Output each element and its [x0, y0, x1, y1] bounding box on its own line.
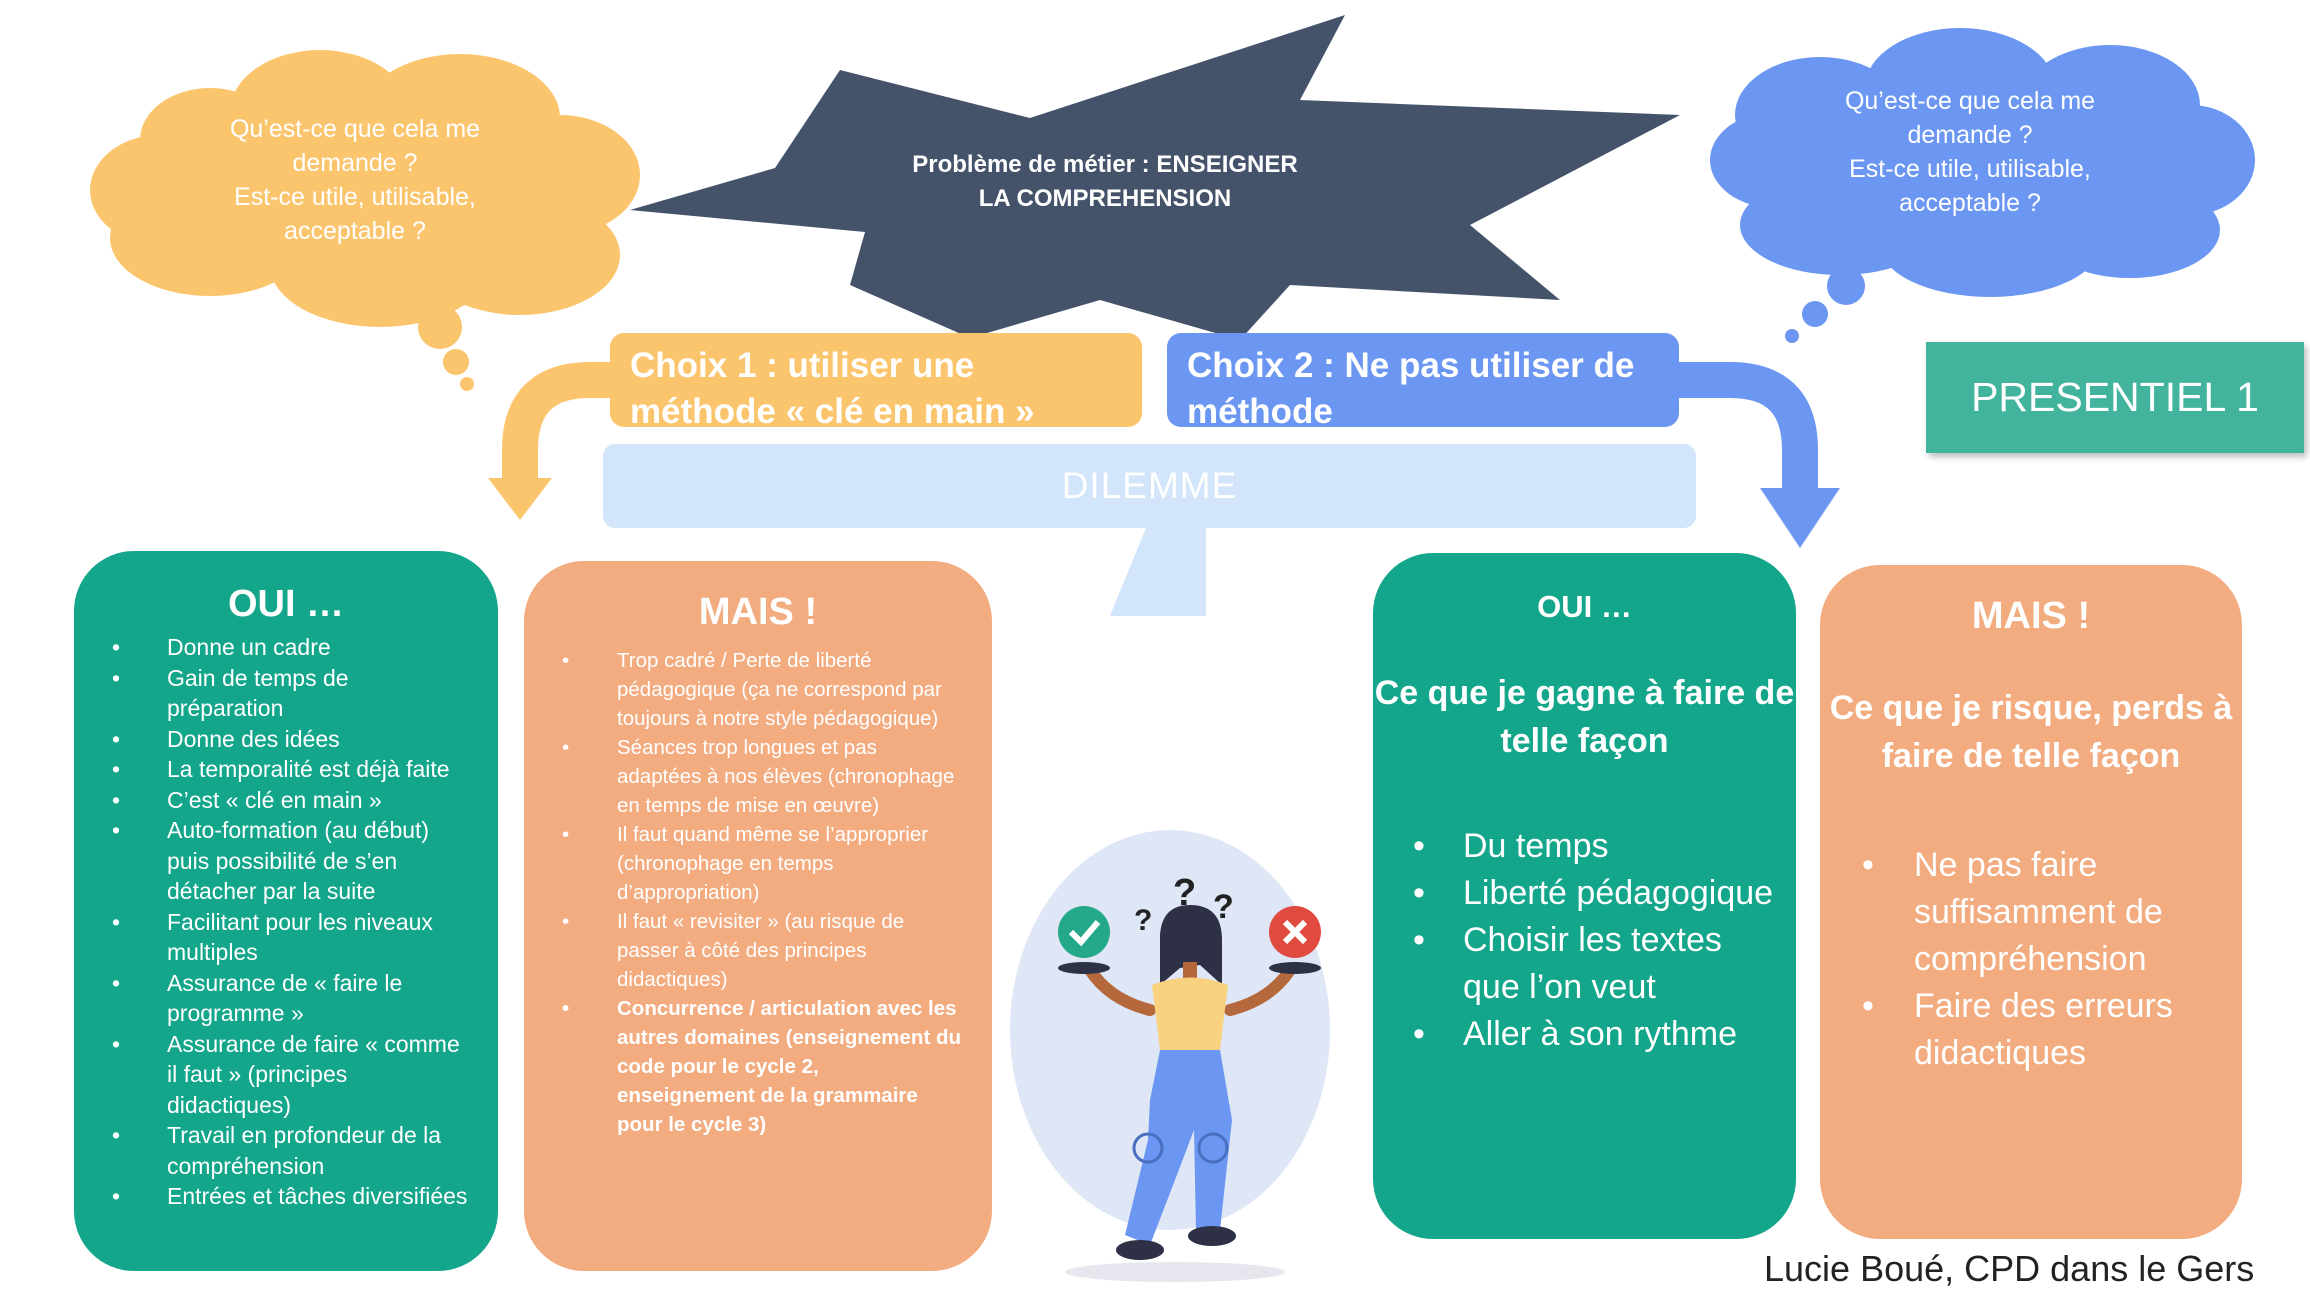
list-item: Choisir les textes que l’on veut	[1413, 917, 1776, 1011]
cloud-line: acceptable ?	[1899, 189, 2041, 217]
list-item: Travail en profondeur de la compréhensio…	[112, 1120, 468, 1181]
cloud-line: demande ?	[292, 149, 418, 177]
question-mark: ?	[1173, 872, 1197, 914]
balance-triangle-fill	[1110, 528, 1206, 616]
list-item: Auto-formation (au début) puis possibili…	[112, 815, 468, 907]
choice1-arrow-head	[488, 478, 552, 520]
question-mark: ?	[1134, 904, 1153, 937]
box-subtitle: Ce que je gagne à faire de telle façon	[1374, 674, 1795, 760]
list-item: Liberté pédagogique	[1413, 870, 1776, 917]
list-item: Donne un cadre	[112, 632, 468, 663]
list-item: Concurrence / articulation avec les autr…	[562, 994, 962, 1139]
list-item: C’est « clé en main »	[112, 785, 468, 816]
problem-statement: Problème de métier : ENSEIGNER LA COMPRE…	[880, 148, 1330, 216]
list-item: Faire des erreurs didactiques	[1862, 983, 2222, 1077]
list-item: Gain de temps de préparation	[112, 663, 468, 724]
box-title: MAIS !	[698, 591, 818, 633]
author-credit: Lucie Boué, CPD dans le Gers	[1764, 1248, 2255, 1289]
pros-list: Donne un cadre Gain de temps de préparat…	[112, 632, 468, 1212]
presentiel-badge: PRESENTIEL 1	[1926, 342, 2304, 453]
list-item: Trop cadré / Perte de liberté pédagogiqu…	[562, 646, 962, 733]
list-item: Il faut quand même se l’approprier (chro…	[562, 820, 962, 907]
cons-list: Ne pas faire suffisamment de compréhensi…	[1862, 842, 2222, 1077]
choice-2-label: Choix 2 : Ne pas utiliser de méthode	[1167, 333, 1679, 431]
choice1-cons-box: MAIS ! Trop cadré / Perte de liberté péd…	[524, 561, 992, 1271]
left-cloud-text: Qu’est-ce que cela me demande ? Est-ce u…	[205, 112, 505, 248]
list-item: Du temps	[1413, 823, 1776, 870]
list-item: Ne pas faire suffisamment de compréhensi…	[1862, 842, 2222, 983]
choice2-cons-box: MAIS ! Ce que je risque, perds à faire d…	[1820, 565, 2242, 1239]
choice-1-label: Choix 1 : utiliser une méthode « clé en …	[610, 333, 1142, 431]
problem-line: LA COMPREHENSION	[978, 185, 1232, 212]
choice1-arrow	[502, 362, 612, 480]
list-item: Assurance de faire « comme il faut » (pr…	[112, 1029, 468, 1121]
box-title: MAIS !	[1971, 595, 2091, 637]
cloud-line: Est-ce utile, utilisable,	[234, 183, 476, 211]
left-thought-cloud	[90, 50, 640, 391]
list-item: Donne des idées	[112, 724, 468, 755]
list-item: Séances trop longues et pas adaptées à n…	[562, 733, 962, 820]
list-item: Il faut « revisiter » (au risque de pass…	[562, 907, 962, 994]
check-icon	[1058, 906, 1110, 958]
right-cloud-text: Qu’est-ce que cela me demande ? Est-ce u…	[1820, 84, 2120, 220]
cloud-line: demande ?	[1907, 121, 2033, 149]
cloud-line: Qu’est-ce que cela me	[229, 115, 481, 143]
choice1-pros-box: OUI … Donne un cadre Gain de temps de pr…	[74, 551, 498, 1271]
list-item: Entrées et tâches diversifiées	[112, 1181, 468, 1212]
cloud-line: Qu’est-ce que cela me	[1844, 87, 2096, 115]
box-title: OUI …	[227, 583, 345, 625]
choice2-arrow	[1678, 362, 1818, 490]
box-subtitle: Ce que je risque, perds à faire de telle…	[1829, 689, 2233, 775]
pros-list: Du temps Liberté pédagogique Choisir les…	[1413, 823, 1776, 1058]
list-item: Facilitant pour les niveaux multiples	[112, 907, 468, 968]
cons-list: Trop cadré / Perte de liberté pédagogiqu…	[562, 646, 962, 1139]
list-item: La temporalité est déjà faite	[112, 754, 468, 785]
problem-starburst	[630, 15, 1680, 340]
cloud-line: Est-ce utile, utilisable,	[1849, 155, 2091, 183]
dilemma-illustration	[1010, 830, 1330, 1282]
choice2-arrow-head	[1760, 488, 1840, 548]
question-mark: ?	[1213, 888, 1234, 926]
choice2-pros-box: OUI … Ce que je gagne à faire de telle f…	[1373, 553, 1796, 1239]
cloud-line: acceptable ?	[284, 217, 426, 245]
dilemme-bar: DILEMME	[603, 444, 1696, 528]
right-thought-cloud	[1710, 28, 2255, 343]
problem-line: Problème de métier : ENSEIGNER	[912, 151, 1298, 178]
list-item: Assurance de « faire le programme »	[112, 968, 468, 1029]
list-item: Aller à son rythme	[1413, 1011, 1776, 1058]
box-title: OUI …	[1537, 589, 1632, 624]
